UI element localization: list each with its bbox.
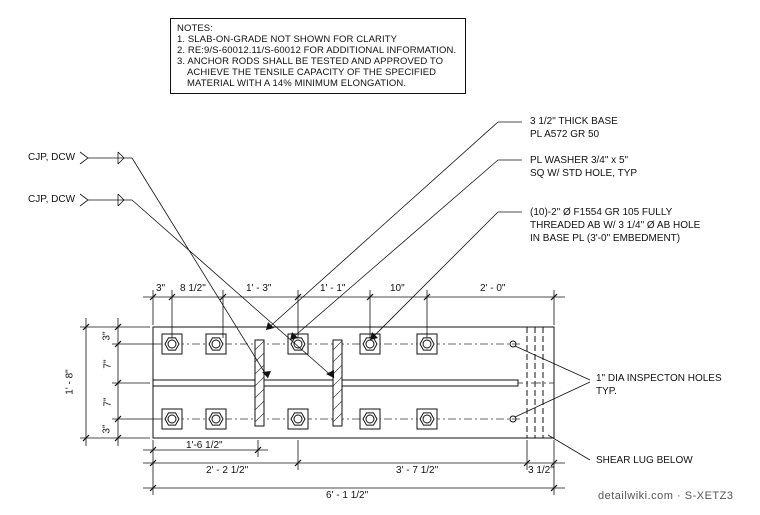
nut-hex <box>290 337 306 351</box>
column-web <box>263 379 334 387</box>
dim-left-2: 7" <box>102 359 114 369</box>
nut-hex <box>290 412 306 426</box>
dim-bottom-3: 3 1/2" <box>528 465 554 476</box>
bottom-dimension-strings <box>143 440 565 495</box>
dim-left-3: 7" <box>102 397 114 407</box>
note-3-cont: ACHIEVE THE TENSILE CAPACITY OF THE SPEC… <box>187 67 437 78</box>
nut-hex <box>419 412 435 426</box>
notes-title: NOTES: <box>177 23 213 34</box>
washer-plate <box>205 408 227 430</box>
dim-left-1: 3" <box>101 331 113 341</box>
anchor-rod-callout: (10)-2" Ø F1554 GR 105 FULLY <box>530 207 673 218</box>
washer-callout-2: SQ W/ STD HOLE, TYP <box>530 168 638 179</box>
anchor-rod-callout-2: THREADED AB W/ 3 1/4" Ø AB HOLE <box>530 220 701 231</box>
weld-callout-2: CJP, DCW <box>28 194 76 205</box>
inspection-hole <box>509 415 517 423</box>
dim-left-4: 3" <box>101 424 113 434</box>
notes-box: NOTES: 1. SLAB-ON-GRADE NOT SHOWN FOR CL… <box>170 18 466 94</box>
dim-bottom-2: 3' - 7 1/2" <box>396 465 439 476</box>
top-dimension-string <box>143 290 565 338</box>
dim-left-total: 1' - 8" <box>64 369 76 395</box>
anchor-rod-callout-3: IN BASE PL (3'-0" EMBEDMENT) <box>530 233 681 244</box>
anchor-rod <box>167 414 177 424</box>
anchor-rod <box>365 414 375 424</box>
column-flange-left <box>254 339 265 427</box>
anchor-rod <box>211 339 221 349</box>
nut-hex <box>164 337 180 351</box>
column-flange-right <box>332 339 343 427</box>
dim-top-3: 1' - 3" <box>246 283 272 294</box>
anchor-rod <box>293 414 303 424</box>
dim-bottom-1: 2' - 2 1/2" <box>206 465 249 476</box>
nut-hex <box>208 412 224 426</box>
anchor-rod <box>293 339 303 349</box>
dim-bottom-flange: 1'-6 1/2" <box>186 440 223 451</box>
nut-hex <box>164 412 180 426</box>
note-3: 3. ANCHOR RODS SHALL BE TESTED AND APPRO… <box>177 56 444 67</box>
watermark: detailwiki.com · S-XETZ3 <box>598 490 734 502</box>
anchor-rod <box>422 414 432 424</box>
inspection-hole-callout: 1" DIA INSPECTON HOLES <box>596 373 722 384</box>
dim-top-4: 1' - 1" <box>320 283 346 294</box>
base-plate-callout: 3 1/2" THICK BASE <box>530 116 618 127</box>
washer-plate <box>416 408 438 430</box>
washer-plate <box>205 333 227 355</box>
washer-plate <box>161 408 183 430</box>
dim-top-2: 8 1/2" <box>180 283 206 294</box>
anchor-rods <box>161 333 438 430</box>
note-2: 2. RE:9/S-60012.11/S-60012 FOR ADDITIONA… <box>177 45 457 56</box>
leader-lines <box>79 121 591 461</box>
inspection-hole-callout-2: TYP. <box>596 386 617 397</box>
nut-hex <box>419 337 435 351</box>
dim-top-1: 3" <box>156 283 166 294</box>
washer-plate <box>287 408 309 430</box>
dim-overall: 6' - 1 1/2" <box>326 490 369 501</box>
note-3-cont: MATERIAL WITH A 14% MINIMUM ELONGATION. <box>187 78 407 89</box>
nut-hex <box>362 412 378 426</box>
anchor-rod <box>422 339 432 349</box>
washer-callout: PL WASHER 3/4" x 5" <box>530 155 629 166</box>
washer-plate <box>359 408 381 430</box>
note-1: 1. SLAB-ON-GRADE NOT SHOWN FOR CLARITY <box>177 34 398 45</box>
nut-hex <box>208 337 224 351</box>
left-dimension-string <box>80 318 160 446</box>
shear-lug-callout: SHEAR LUG BELOW <box>596 455 693 466</box>
dim-top-6: 2' - 0" <box>480 283 506 294</box>
weld-callout-1: CJP, DCW <box>28 152 76 163</box>
inspection-hole <box>509 340 517 348</box>
anchor-rod <box>167 339 177 349</box>
base-plate-callout-2: PL A572 GR 50 <box>530 129 600 140</box>
dim-top-5: 10" <box>390 283 405 294</box>
anchor-rod <box>211 414 221 424</box>
